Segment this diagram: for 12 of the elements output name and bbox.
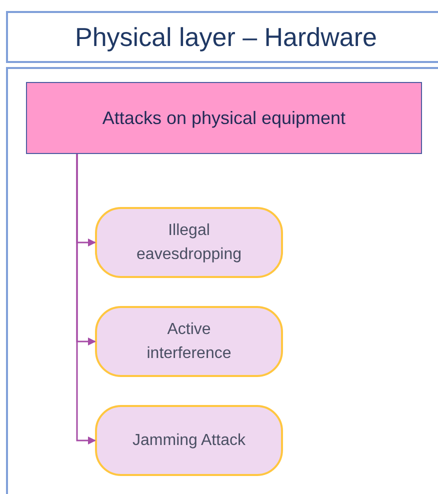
box-label: Attacks on physical equipment [102,106,346,130]
attack-box [95,405,283,476]
connector-arrow [76,154,96,444]
attack-box [95,207,283,278]
category-box [26,82,422,154]
box-label: Jamming Attack [132,430,246,450]
box-label: Active interference [146,320,232,364]
panel-background [6,67,438,494]
box-label: Illegal eavesdropping [136,220,242,264]
box-label: Physical layer – Hardware [74,20,377,54]
attack-box [95,306,283,377]
title-box [6,11,438,63]
